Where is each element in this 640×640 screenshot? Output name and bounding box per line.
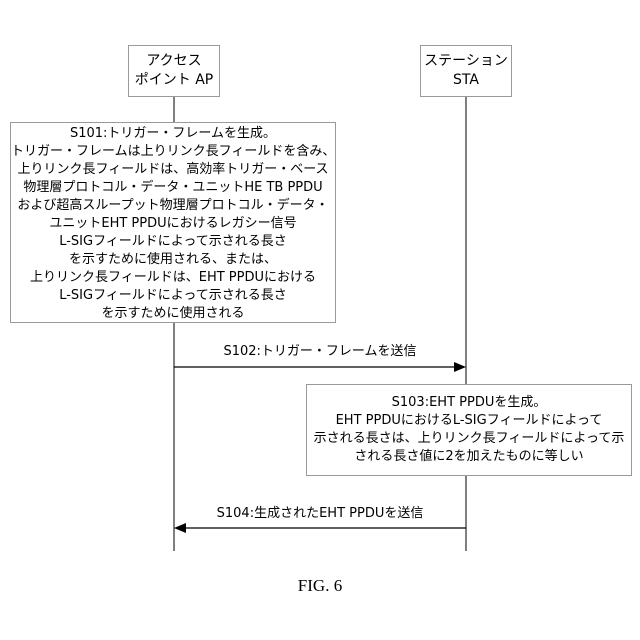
step-s101-line: L-SIGフィールドによって示される長さ — [11, 287, 335, 305]
step-s101-line: S101:トリガー・フレームを生成。 — [11, 125, 335, 143]
figure-caption: FIG. 6 — [0, 576, 640, 596]
step-s103-line: 示される長さは、上りリンク長フィールドによって示 — [307, 430, 631, 448]
step-s102-label: S102:トリガー・フレームを送信 — [174, 344, 466, 360]
entity-sta-line2: STA — [453, 71, 479, 90]
step-s101-line: を示すために使用される、または、 — [11, 251, 335, 269]
step-s101-line: L-SIGフィールドによって示される長さ — [11, 233, 335, 251]
step-s101-line: 上りリンク長フィールドは、高効率トリガー・ベース — [11, 161, 335, 179]
step-s101-line: 上りリンク長フィールドは、EHT PPDUにおける — [11, 269, 335, 287]
entity-station: ステーション STA — [420, 45, 512, 97]
entity-ap-line2: ポイント AP — [135, 71, 213, 90]
step-s101-line: トリガー・フレームは上りリンク長フィールドを含み、 — [11, 143, 335, 161]
step-s103-line: EHT PPDUにおけるL-SIGフィールドによって — [307, 412, 631, 430]
entity-access-point: アクセス ポイント AP — [128, 45, 220, 97]
step-s104-label: S104:生成されたEHT PPDUを送信 — [174, 506, 466, 522]
arrowhead-s102 — [454, 362, 466, 372]
entity-ap-line1: アクセス — [146, 52, 201, 71]
step-s101-line: を示すために使用される — [11, 305, 335, 323]
entity-sta-line1: ステーション — [424, 52, 508, 71]
step-s103-box: S103:EHT PPDUを生成。 EHT PPDUにおけるL-SIGフィールド… — [306, 384, 632, 476]
step-s101-line: 物理層プロトコル・データ・ユニットHE TB PPDU — [11, 179, 335, 197]
step-s101-box: S101:トリガー・フレームを生成。 トリガー・フレームは上りリンク長フィールド… — [10, 122, 336, 323]
step-s103-line: S103:EHT PPDUを生成。 — [307, 394, 631, 412]
step-s101-line: ユニットEHT PPDUにおけるレガシー信号 — [11, 215, 335, 233]
arrowhead-s104 — [174, 523, 186, 533]
step-s103-line: される長さ値に2を加えたものに等しい — [307, 448, 631, 466]
step-s101-line: および超高スループット物理層プロトコル・データ・ — [11, 197, 335, 215]
